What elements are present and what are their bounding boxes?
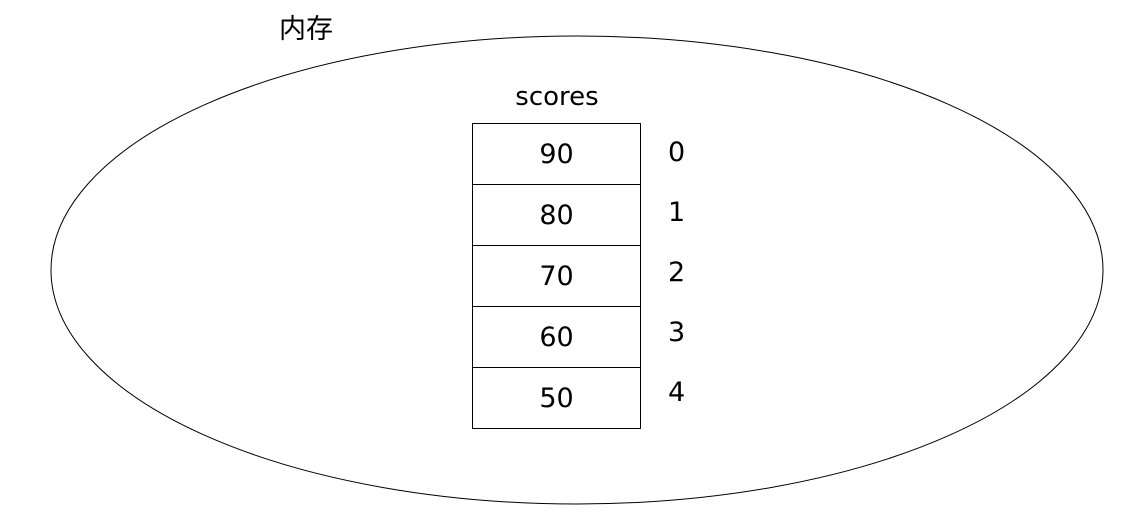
array-index-0: 0 <box>668 137 686 168</box>
array-cell-0: 90 <box>472 123 641 185</box>
array-table: 90 80 70 60 50 <box>472 123 641 429</box>
array-index-column: 0 1 2 3 4 <box>660 123 700 423</box>
array-name-label: scores <box>515 82 599 112</box>
array-table-body: 90 80 70 60 50 <box>472 123 641 429</box>
array-cell-3: 60 <box>472 306 641 368</box>
array-index-2: 2 <box>668 257 686 288</box>
table-row: 80 <box>472 184 641 246</box>
array-index-4: 4 <box>668 377 686 408</box>
array-cell-4: 50 <box>472 367 641 429</box>
array-index-1: 1 <box>668 197 686 228</box>
array-cell-2: 70 <box>472 245 641 307</box>
table-row: 90 <box>472 123 641 185</box>
memory-label: 内存 <box>279 14 333 45</box>
table-row: 60 <box>472 306 641 368</box>
table-row: 50 <box>472 367 641 429</box>
table-row: 70 <box>472 245 641 307</box>
array-index-3: 3 <box>668 317 686 348</box>
array-cell-1: 80 <box>472 184 641 246</box>
